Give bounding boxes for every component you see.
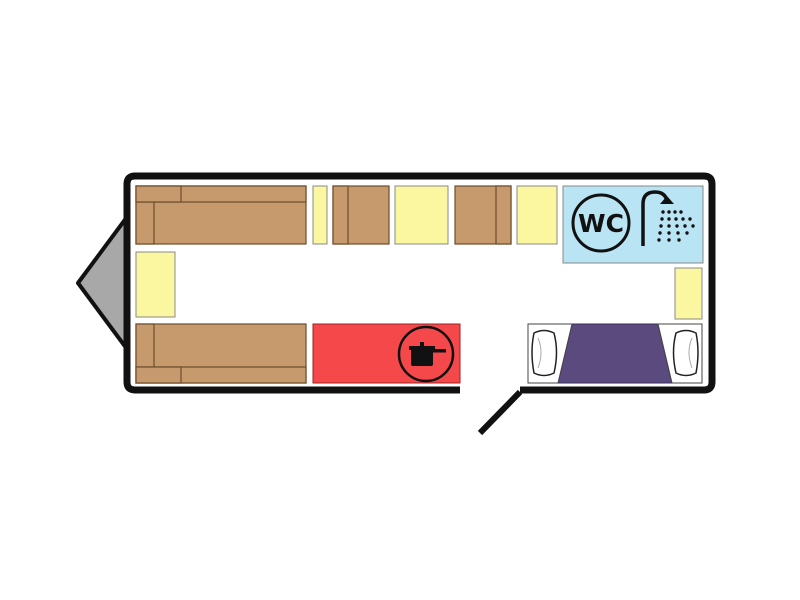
narrow-cabinet bbox=[312, 185, 328, 245]
wardrobe-cabinet bbox=[516, 185, 558, 245]
front-seat-top bbox=[135, 185, 307, 245]
tow-hitch bbox=[76, 215, 129, 351]
front-table bbox=[135, 251, 176, 318]
dinette-seat-right bbox=[454, 185, 512, 245]
dinette-table bbox=[394, 185, 449, 245]
saucepan-icon bbox=[397, 325, 455, 383]
shower-icon bbox=[641, 190, 695, 246]
pillow-icon bbox=[531, 329, 699, 377]
dinette-seat-left bbox=[332, 185, 390, 245]
wc-icon: WC bbox=[571, 193, 631, 253]
entrance-door bbox=[477, 389, 523, 436]
rear-cabinet bbox=[674, 267, 703, 320]
caravan-body bbox=[123, 172, 716, 394]
front-seat-bottom bbox=[135, 323, 307, 384]
wc-label: WC bbox=[578, 209, 624, 238]
kitchen bbox=[312, 323, 461, 384]
